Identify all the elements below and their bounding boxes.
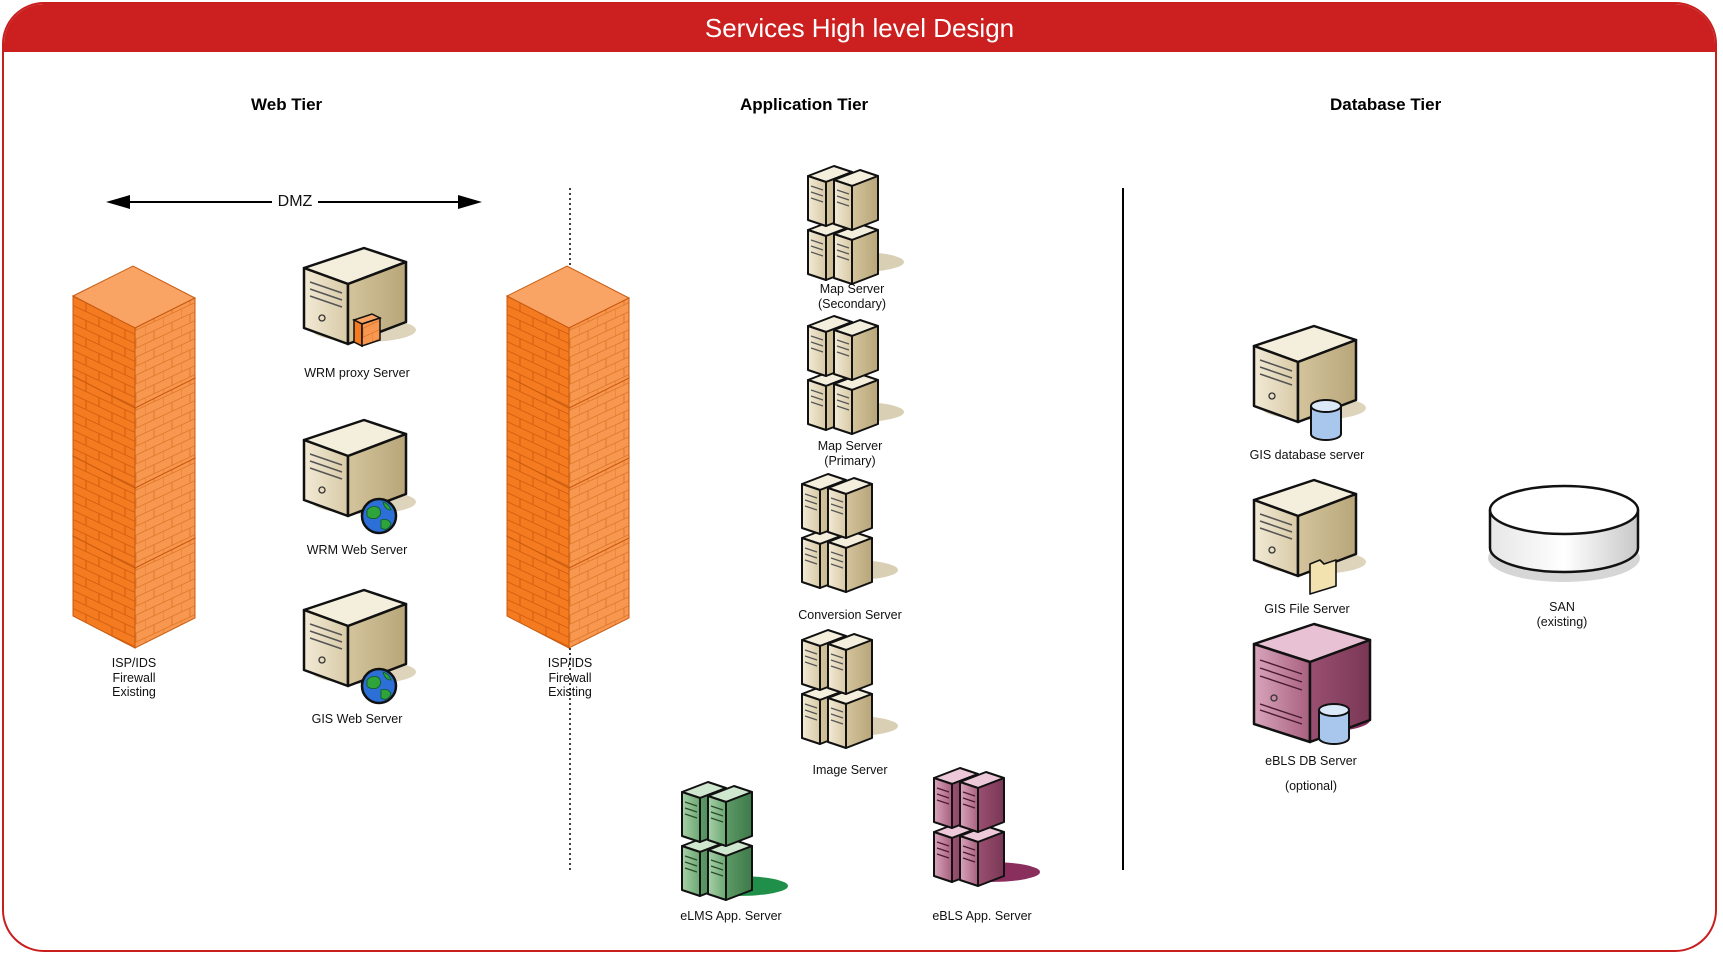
server-cluster-icon xyxy=(682,782,788,900)
ebls-app-server-label: eBLS App. Server xyxy=(932,909,1032,923)
web-tier-title: Web Tier xyxy=(251,95,323,114)
folder-icon xyxy=(1309,559,1337,595)
outer-firewall-label: ISP/IDS Firewall Existing xyxy=(112,656,156,700)
proxy-badge-icon xyxy=(352,313,382,348)
firewall-label-line: Existing xyxy=(112,685,156,699)
map-server-secondary-label: Map Server (Secondary) xyxy=(818,282,886,311)
server-icon xyxy=(1252,478,1368,595)
server-icon xyxy=(1252,622,1372,745)
server-icon xyxy=(302,246,418,348)
gis-file-server-label: GIS File Server xyxy=(1264,602,1350,616)
firewall-label-line: Firewall xyxy=(112,670,156,685)
server-cluster-icon xyxy=(802,630,898,748)
firewall-label-line: ISP/IDS xyxy=(111,656,157,670)
map-server-primary-label: Map Server (Primary) xyxy=(818,439,883,468)
gis-web-server-label: GIS Web Server xyxy=(311,712,403,726)
ebls-db-server-label: eBLS DB Server xyxy=(1265,754,1357,768)
server-cluster-icon xyxy=(808,316,904,434)
label-line: SAN xyxy=(1549,600,1575,614)
firewall-label-line: Existing xyxy=(548,685,592,699)
server-cluster-icon xyxy=(802,474,898,592)
label-line: (existing) xyxy=(1536,614,1588,629)
server-icon xyxy=(302,588,418,705)
server-cluster-icon xyxy=(808,166,904,284)
wrm-proxy-server-label: WRM proxy Server xyxy=(304,366,410,380)
wrm-web-server-label: WRM Web Server xyxy=(306,543,408,557)
label-line: Map Server xyxy=(819,282,885,296)
elms-app-server-label: eLMS App. Server xyxy=(680,909,782,923)
firewall-label-line: ISP/IDS xyxy=(547,656,593,670)
globe-icon xyxy=(360,667,398,705)
database-tier-title: Database Tier xyxy=(1330,95,1442,114)
inner-firewall-label: ISP/IDS Firewall Existing xyxy=(548,656,592,700)
image-server-label: Image Server xyxy=(812,763,888,777)
server-icon xyxy=(302,418,418,535)
firewall-label-line: Firewall xyxy=(548,670,592,685)
san-label: SAN (existing) xyxy=(1537,600,1588,629)
label-line: Map Server xyxy=(817,439,883,453)
server-cluster-icon xyxy=(934,768,1040,886)
label-line: (Primary) xyxy=(824,453,876,468)
ebls-db-server-note: (optional) xyxy=(1284,779,1338,793)
firewall-icon xyxy=(506,265,630,649)
database-icon xyxy=(1310,399,1342,441)
label-line: (Secondary) xyxy=(817,296,887,311)
application-tier-title: Application Tier xyxy=(740,95,869,114)
page-title: Services High level Design xyxy=(4,4,1715,52)
server-icon xyxy=(1252,324,1368,441)
dmz-arrow xyxy=(106,195,482,209)
dmz-label: DMZ xyxy=(277,193,313,210)
globe-icon xyxy=(360,497,398,535)
firewall-icon xyxy=(72,265,196,649)
storage-disk-icon xyxy=(1488,484,1640,582)
database-icon xyxy=(1318,703,1350,745)
conversion-server-label: Conversion Server xyxy=(798,608,902,622)
gis-database-server-label: GIS database server xyxy=(1249,448,1365,462)
